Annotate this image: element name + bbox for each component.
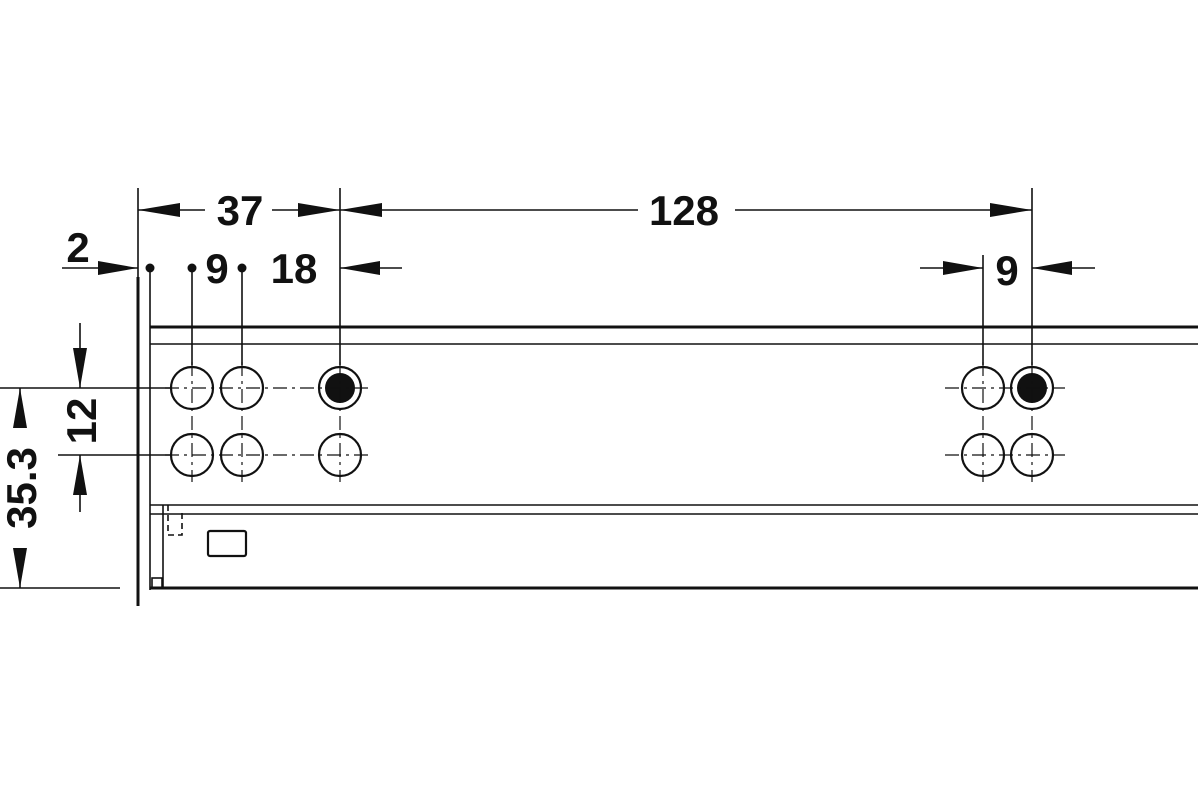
dimension-label-128: 128	[649, 187, 719, 234]
extension-lines	[0, 188, 1033, 589]
dimension-18: 18	[271, 245, 402, 292]
dimension-label-9-right: 9	[995, 247, 1018, 294]
dimension-128: 128	[340, 187, 1032, 234]
dimension-12: 12	[58, 323, 105, 512]
dimension-label-9-left: 9	[205, 245, 228, 292]
dimension-label-35-3: 35.3	[0, 447, 45, 529]
dimension-2: 2	[62, 224, 138, 275]
dimension-9-right: 9	[920, 247, 1095, 294]
dimension-label-2: 2	[66, 224, 89, 271]
dimension-37: 37	[138, 187, 340, 234]
runner-profile	[136, 277, 1198, 606]
hole-pattern	[165, 362, 1065, 482]
dimension-label-18: 18	[271, 245, 318, 292]
dimension-9-left: 9	[145, 245, 247, 292]
dimension-35-3: 35.3	[0, 388, 45, 588]
dimension-label-12: 12	[58, 398, 105, 445]
dimension-label-37: 37	[217, 187, 264, 234]
